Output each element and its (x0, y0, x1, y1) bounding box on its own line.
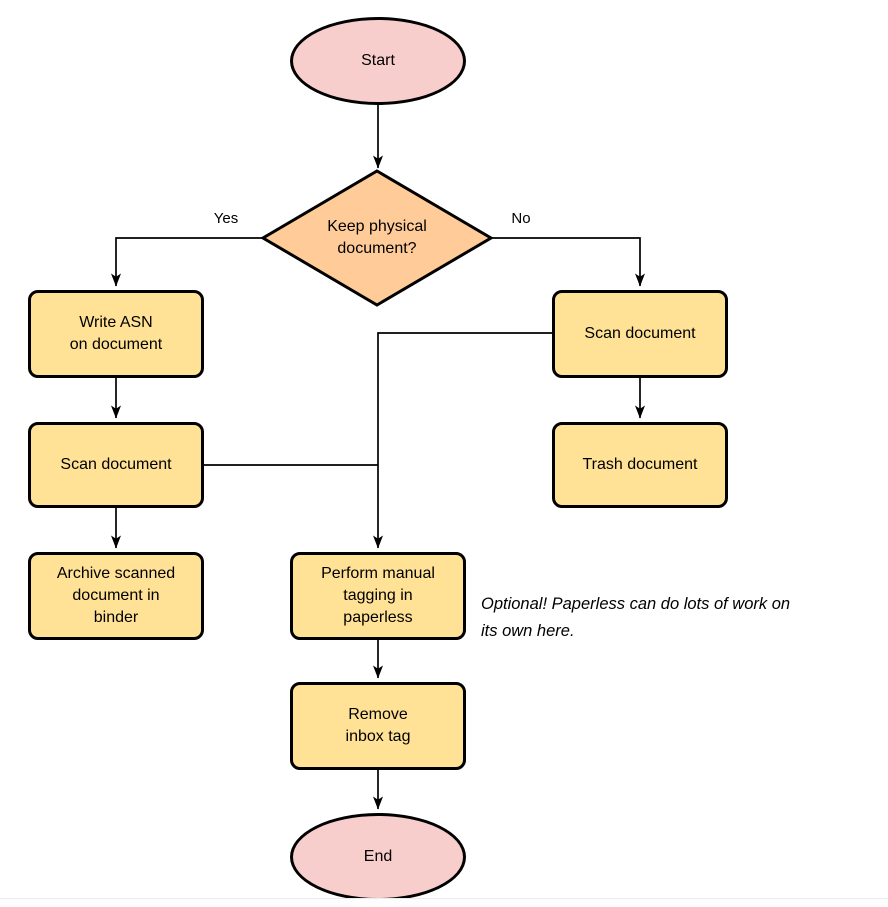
node-trash-document-label: Trash document (582, 456, 698, 473)
node-trash-document: Trash document (552, 422, 728, 508)
node-scan-document-right: Scan document (552, 290, 728, 378)
optional-note-text: Optional! Paperless can do lots of work … (481, 595, 791, 640)
decision-diamond-shape (260, 169, 494, 307)
node-end: End (290, 813, 466, 901)
node-manual-tagging: Perform manual tagging in paperless (290, 552, 466, 640)
edge-decision-no-to-scan-right (491, 237, 645, 287)
edge-scan-right-to-tagging (373, 332, 552, 549)
node-start-label: Start (361, 52, 395, 69)
node-write-asn-label: Write ASN on document (69, 314, 163, 353)
node-scan-document-left: Scan document (28, 422, 204, 508)
node-write-asn: Write ASN on document (28, 290, 204, 378)
node-end-label: End (363, 848, 393, 865)
edge-decision-yes-to-write-asn (111, 237, 263, 287)
page-bottom-divider (0, 898, 888, 907)
node-scan-document-left-label: Scan document (60, 456, 172, 473)
node-start: Start (290, 17, 466, 105)
node-remove-inbox-tag-label: Remove inbox tag (345, 706, 411, 745)
node-scan-document-right-label: Scan document (584, 325, 696, 342)
edge-label-no: No (495, 210, 547, 228)
node-manual-tagging-label: Perform manual tagging in paperless (321, 565, 435, 626)
node-remove-inbox-tag: Remove inbox tag (290, 682, 466, 770)
node-archive-binder: Archive scanned document in binder (28, 552, 204, 640)
node-decision: Keep physical document? (287, 208, 467, 268)
edge-label-yes: Yes (200, 210, 252, 228)
node-decision-label: Keep physical document? (327, 218, 427, 257)
node-archive-binder-label: Archive scanned document in binder (56, 565, 176, 626)
